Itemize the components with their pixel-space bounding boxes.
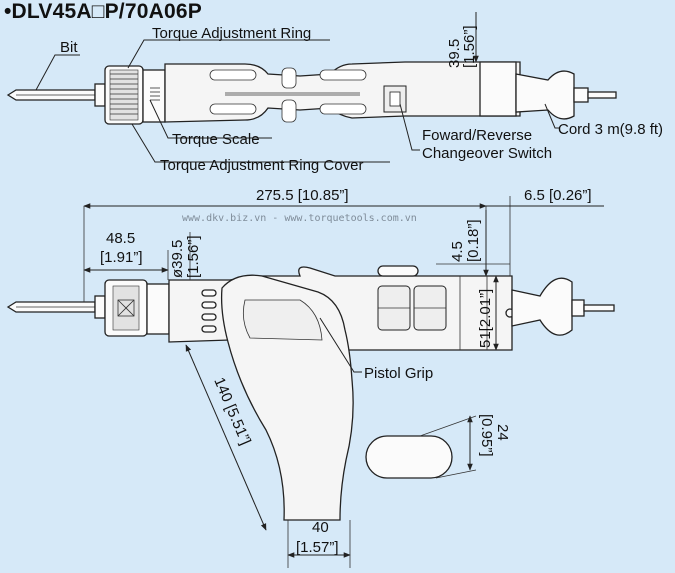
side-view [6, 265, 615, 521]
model-title: •DLV45A□P/70A06P [4, 0, 202, 23]
rear-cap-top [479, 61, 517, 117]
dim-grip-width-in: [1.57”] [296, 539, 339, 556]
rear-module-side [377, 265, 515, 350]
label-torque-adjustment-ring-cover: Torque Adjustment Ring Cover [160, 157, 363, 174]
dim-step: 4.5 [449, 241, 466, 262]
dim-ring-diameter: ø39.5 [169, 240, 186, 278]
grip-section [365, 435, 453, 479]
cord-bushing-side [511, 277, 573, 336]
watermark: www.dkv.biz.vn - www.torquetools.com.vn [182, 213, 417, 224]
nose-sleeve-top [94, 83, 106, 107]
dim-top-height-in: [1.56”] [461, 25, 478, 68]
dim-step-in: [0.18”] [465, 219, 482, 262]
dim-overall-length: 275.5 [10.85”] [256, 187, 349, 204]
dim-front-length: 48.5 [106, 230, 135, 247]
top-leaders [35, 12, 560, 163]
side-dimensions [83, 196, 604, 568]
cord-side [583, 304, 615, 312]
torque-ring-top [104, 65, 144, 125]
vent-slots-top [209, 67, 367, 123]
label-forward-reverse-line2: Changeover Switch [422, 145, 552, 162]
cord-top [587, 91, 617, 99]
dim-front-length-in: [1.91”] [100, 249, 143, 266]
forward-reverse-switch-top [383, 85, 407, 113]
label-forward-reverse-line1: Foward/Reverse [422, 127, 532, 144]
dim-ring-diameter-in: [1.56”] [185, 235, 202, 278]
clutch-indicators-side [201, 289, 217, 333]
top-view [6, 61, 617, 125]
bit-top [6, 89, 96, 101]
dim-body-height: 51[2.01”] [477, 289, 494, 348]
dim-grip-section: 24 [494, 424, 511, 441]
dim-grip-width: 40 [312, 519, 329, 536]
label-pistol-grip: Pistol Grip [364, 365, 433, 382]
torque-ring-side [104, 279, 148, 337]
cord-bushing-top [515, 70, 575, 120]
dim-top-height: 39.5 [446, 39, 463, 68]
dim-tail: 6.5 [0.26”] [524, 187, 592, 204]
label-cord: Cord 3 m(9.8 ft) [558, 121, 663, 138]
label-torque-adjustment-ring: Torque Adjustment Ring [152, 25, 311, 42]
label-torque-scale: Torque Scale [172, 131, 260, 148]
label-bit: Bit [60, 39, 78, 56]
dim-grip-section-in: [0.95”] [478, 414, 495, 457]
